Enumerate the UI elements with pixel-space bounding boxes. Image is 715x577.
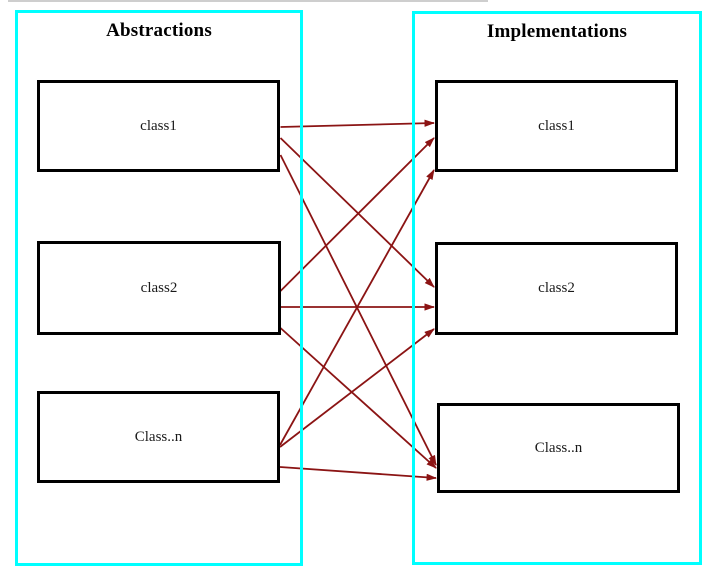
panel-title-abstractions: Abstractions xyxy=(106,20,212,41)
panel-abstractions: Abstractions class1 class2 Class..n xyxy=(15,10,303,566)
abstraction-class2-box[interactable]: class2 xyxy=(37,241,281,335)
node-label: Class..n xyxy=(534,439,583,456)
abstraction-classn-box[interactable]: Class..n xyxy=(37,391,280,483)
panel-implementations: Implementations class1 class2 Class..n xyxy=(412,11,702,565)
node-label: class1 xyxy=(140,117,177,134)
dependency-arrow xyxy=(279,328,435,448)
implementation-class1-box[interactable]: class1 xyxy=(435,80,678,172)
node-label: class1 xyxy=(538,117,575,134)
dependency-arrow xyxy=(279,137,435,292)
node-label: class2 xyxy=(538,280,575,296)
implementation-classn-box[interactable]: Class..n xyxy=(437,403,680,493)
dependency-arrow xyxy=(280,119,435,128)
implementation-class2-box[interactable]: class2 xyxy=(435,242,678,335)
node-label: Class..n xyxy=(134,428,183,445)
screenshot-artifact-line xyxy=(8,0,488,2)
dependency-arrow xyxy=(279,137,435,288)
abstraction-class1-box[interactable]: class1 xyxy=(37,80,280,172)
panel-title-implementations: Implementations xyxy=(486,21,628,42)
dependency-arrow xyxy=(279,169,435,446)
node-label: class2 xyxy=(140,279,178,296)
